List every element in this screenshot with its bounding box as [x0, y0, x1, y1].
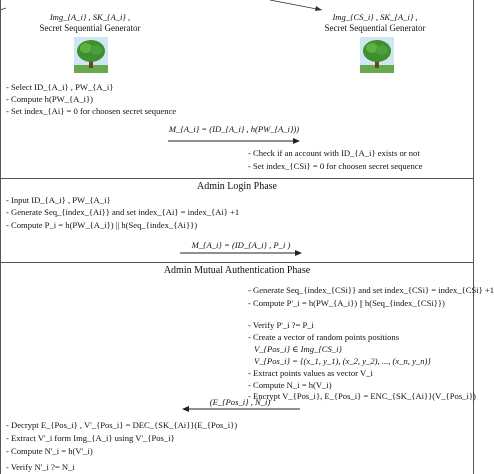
mutual-server-step: - Create a vector of random points posit… — [248, 332, 400, 342]
mutual-server-step: V_{Pos_i} ∈ Img_{CS_i} — [254, 344, 342, 354]
mutual-phase-title: Admin Mutual Authentication Phase — [163, 265, 311, 276]
mutual-admin-step: - Extract V'_i form Img_{A_i} using V'_{… — [6, 433, 175, 443]
right-border — [473, 0, 474, 474]
registration-admin-step: - Set index_{Ai} = 0 for choosen secret … — [6, 106, 177, 116]
tree-icon — [74, 37, 108, 73]
login-message: M_{A_i} = (ID_{A_i} , P_i ) — [191, 240, 291, 250]
mutual-server-step: - Extract points values as vector V_i — [248, 368, 373, 378]
registration-server-step: - Check if an account with ID_{A_i} exis… — [248, 148, 420, 158]
mutual-admin-step: - Verify N'_i ?= N_i — [6, 462, 75, 472]
mutual-server-step: - Generate Seq_{index_{CSi}} and set ind… — [248, 285, 494, 295]
mutual-server-step: - Verify P'_i ?= P_i — [248, 320, 314, 330]
registration-admin-step: - Select ID_{A_i} , PW_{A_i} — [6, 82, 114, 92]
login-step: - Input ID_{A_i} , PW_{A_i} — [6, 195, 111, 205]
mutual-server-step: - Encrypt V_{Pos_i}, E_{Pos_i} = ENC_{SK… — [248, 391, 476, 401]
registration-admin-step: - Compute h(PW_{A_i}) — [6, 94, 94, 104]
login-step: - Compute P_i = h(PW_{A_i}) || h(Seq_{in… — [6, 220, 198, 230]
registration-message: M_{A_i} = (ID_{A_i} , h(PW_{A_i})) — [168, 124, 300, 134]
mutual-admin-step: - Compute N'_i = h(V'_i) — [6, 446, 93, 456]
server-generator-label: Secret Sequential Generator — [324, 23, 426, 33]
mutual-server-step: V_{Pos_i} = {(x_1, y_1), (x_2, y_2), ...… — [254, 356, 431, 366]
left-border — [0, 0, 1, 474]
mutual-server-step: - Compute P'_i = h(PW_{A_i}) || h(Seq_{i… — [248, 298, 445, 308]
admin-generator-label: Secret Sequential Generator — [39, 23, 141, 33]
registration-server-step: - Set index_{CSi} = 0 for choosen secret… — [248, 161, 423, 171]
mutual-message: (E_{Pos_i} , N_i) — [209, 397, 271, 407]
mutual-server-step: - Compute N_i = h(V_i) — [248, 380, 332, 390]
login-step: - Generate Seq_{index_{Ai}} and set inde… — [6, 207, 240, 217]
tree-icon — [360, 37, 394, 73]
divider-mutual — [0, 262, 474, 263]
server-keys-label: Img_{CS_i} , SK_{A_i} , — [332, 12, 418, 22]
admin-keys-label: Img_{A_i} , SK_{A_i} , — [49, 12, 131, 22]
mutual-admin-step: - Decrypt E_{Pos_i} , V'_{Pos_i} = DEC_{… — [6, 420, 238, 430]
divider-login — [0, 178, 474, 179]
login-phase-title: Admin Login Phase — [197, 181, 277, 192]
